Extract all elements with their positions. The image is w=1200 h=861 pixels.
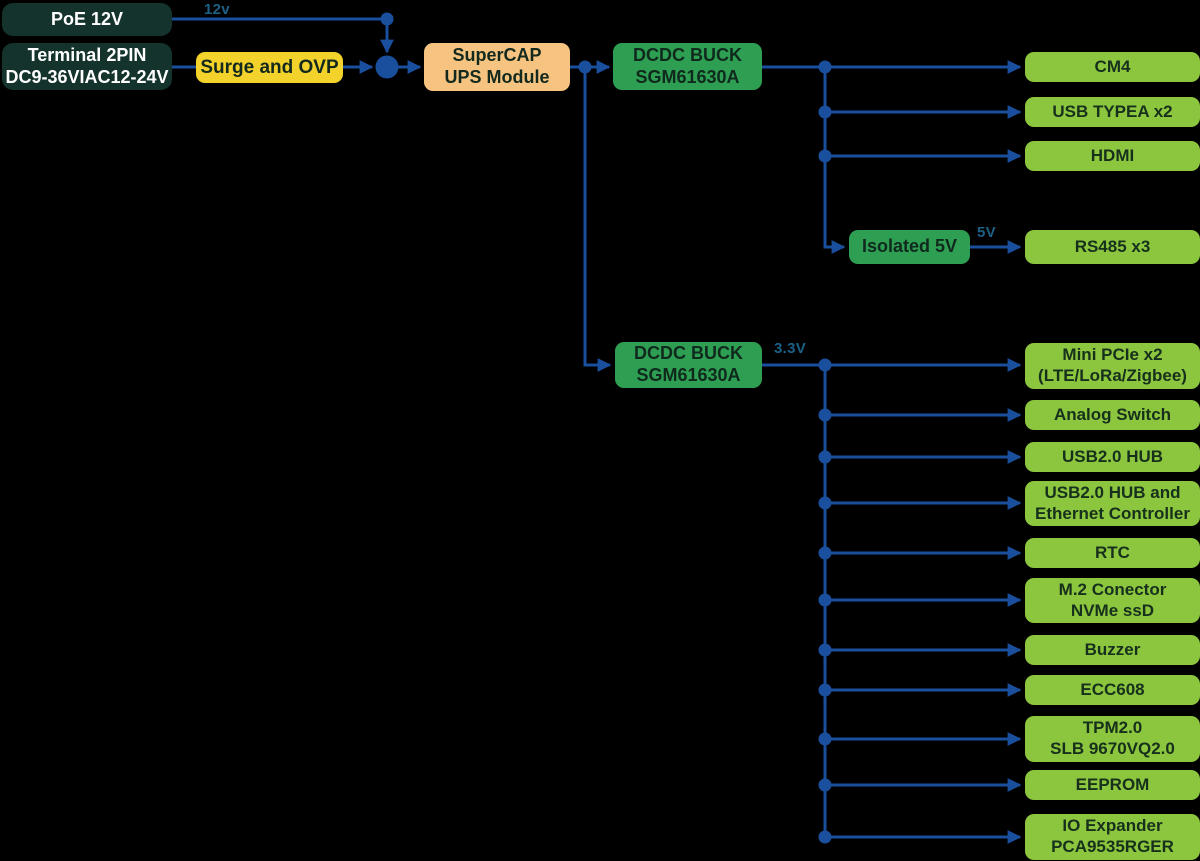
node-cm4: CM4 — [1025, 52, 1200, 82]
node-buzzer: Buzzer — [1025, 635, 1200, 665]
junction-dot — [818, 105, 832, 119]
junction-dot — [818, 593, 832, 607]
junction-dot — [380, 12, 394, 26]
junction-dot — [818, 778, 832, 792]
junction-dot — [578, 60, 592, 74]
edge-5v-bus-vertical — [823, 67, 846, 254]
junction-dot — [818, 830, 832, 844]
junction-dot — [818, 408, 832, 422]
label-12v: 12v — [204, 1, 230, 18]
node-mini-pcie: Mini PCIe x2 (LTE/LoRa/Zigbee) — [1025, 343, 1200, 389]
node-usb-typea: USB TYPEA x2 — [1025, 97, 1200, 127]
node-ecc608: ECC608 — [1025, 675, 1200, 705]
node-io-expander: IO Expander PCA9535RGER — [1025, 814, 1200, 860]
node-rs485: RS485 x3 — [1025, 230, 1200, 264]
node-usb-hub-eth: USB2.0 HUB and Ethernet Controller — [1025, 481, 1200, 526]
node-supercap-ups: SuperCAP UPS Module — [424, 43, 570, 91]
node-m2-nvme: M.2 Conector NVMe ssD — [1025, 578, 1200, 623]
junction-dots — [375, 12, 832, 844]
node-dcdc-buck-1: DCDC BUCK SGM61630A — [613, 43, 762, 90]
junction-dot — [818, 643, 832, 657]
junction-dot — [818, 358, 832, 372]
node-poe-12v: PoE 12V — [2, 3, 172, 36]
node-hdmi: HDMI — [1025, 141, 1200, 171]
node-surge-ovp: Surge and OVP — [196, 52, 343, 83]
node-terminal-2pin: Terminal 2PIN DC9-36VIAC12-24V — [2, 43, 172, 90]
node-analog-switch: Analog Switch — [1025, 400, 1200, 430]
merge-dot — [375, 55, 399, 79]
node-tpm: TPM2.0 SLB 9670VQ2.0 — [1025, 716, 1200, 762]
edge-supercap-to-buck2 — [583, 67, 612, 372]
junction-dot — [818, 496, 832, 510]
junction-dot — [818, 683, 832, 697]
node-dcdc-buck-2: DCDC BUCK SGM61630A — [615, 342, 762, 388]
label-3v3: 3.3V — [774, 340, 807, 357]
node-isolated-5v: Isolated 5V — [849, 230, 970, 264]
junction-dot — [818, 450, 832, 464]
junction-dot — [818, 732, 832, 746]
junction-dot — [818, 149, 832, 163]
node-eeprom: EEPROM — [1025, 770, 1200, 800]
junction-dot — [818, 60, 832, 74]
junction-dot — [818, 546, 832, 560]
node-rtc: RTC — [1025, 538, 1200, 568]
node-usb-hub: USB2.0 HUB — [1025, 442, 1200, 472]
label-5v: 5V — [977, 224, 996, 241]
